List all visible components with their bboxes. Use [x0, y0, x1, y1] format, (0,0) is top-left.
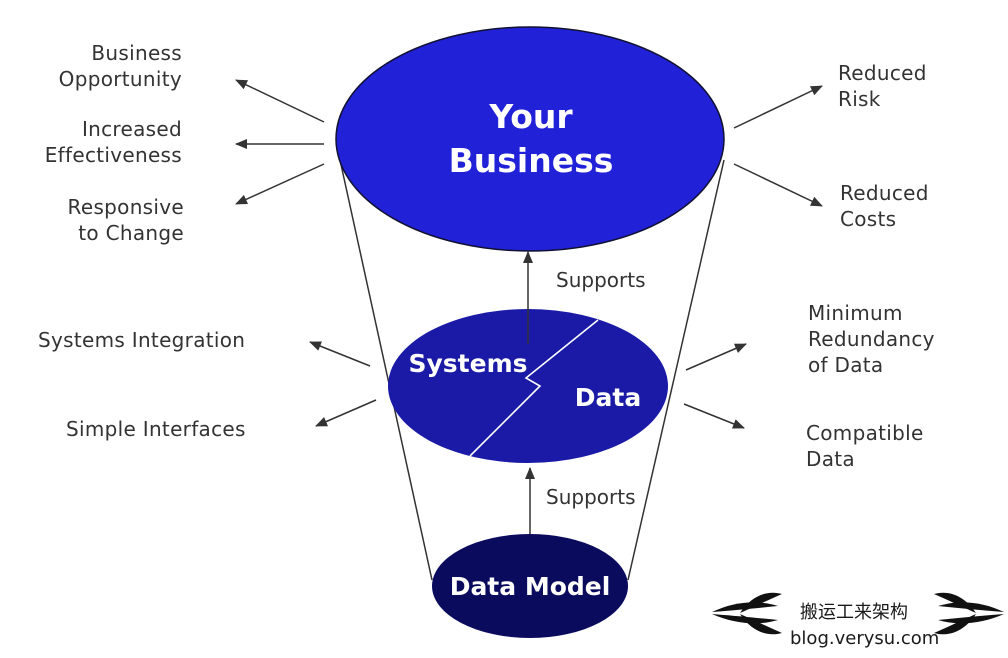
supports-label-lower: Supports [546, 485, 635, 509]
label-simple-interfaces: Simple Interfaces [66, 417, 246, 441]
label-reduced-costs-line2: Costs [840, 207, 897, 231]
label-compatible-data: Compatible Data [806, 420, 924, 472]
data-model-node [432, 534, 628, 638]
your-business-label-line1: Your [488, 97, 573, 136]
data-model-label: Data Model [450, 572, 611, 601]
arrow-compatible-data [683, 403, 745, 429]
arrow-responsive-to-change [235, 163, 325, 205]
systems-data-node [388, 309, 668, 463]
your-business-label-line2: Business [449, 141, 614, 180]
label-responsive-to-change: Responsive to Change [68, 194, 184, 246]
label-reduced-risk-line2: Risk [838, 87, 881, 111]
watermark-ornament-left-icon [712, 592, 782, 635]
label-reduced-costs: Reduced Costs [840, 180, 929, 232]
label-reduced-costs-line1: Reduced [840, 181, 929, 205]
systems-data-divider [469, 319, 599, 457]
watermark-ornament-right-icon [934, 592, 1004, 635]
label-reduced-risk: Reduced Risk [838, 60, 927, 112]
supports-label-upper: Supports [556, 268, 645, 292]
label-minimum-redundancy-line1: Minimum [808, 301, 903, 325]
arrow-business-opportunity [235, 79, 325, 123]
systems-label: Systems [408, 349, 527, 378]
label-reduced-risk-line1: Reduced [838, 61, 927, 85]
funnel-left-edge [339, 159, 433, 581]
watermark-url: blog.verysu.com [790, 628, 940, 649]
watermark-title: 搬运工来架构 [800, 602, 908, 623]
label-increased-effectiveness: Increased Effectiveness [45, 116, 182, 168]
label-responsive-to-change-line1: Responsive [67, 195, 184, 219]
arrow-minimum-redundancy [685, 343, 747, 371]
label-systems-integration: Systems Integration [38, 328, 246, 352]
label-increased-effectiveness-line2: Effectiveness [44, 143, 182, 167]
arrow-reduced-costs [733, 163, 823, 207]
label-compatible-data-line1: Compatible [806, 421, 924, 445]
funnel-right-edge [627, 159, 725, 581]
label-responsive-to-change-line2: to Change [78, 221, 184, 245]
arrow-simple-interfaces [315, 399, 377, 427]
label-minimum-redundancy-line2: Redundancy [808, 327, 935, 351]
label-business-opportunity: Business Opportunity [59, 40, 182, 92]
label-compatible-data-line2: Data [806, 447, 855, 471]
label-increased-effectiveness-line1: Increased [81, 117, 182, 141]
arrow-reduced-risk [733, 85, 823, 129]
label-business-opportunity-line1: Business [91, 41, 182, 65]
label-minimum-redundancy-line3: of Data [808, 353, 884, 377]
arrow-systems-integration [309, 341, 371, 367]
label-business-opportunity-line2: Opportunity [58, 67, 182, 91]
label-minimum-redundancy: Minimum Redundancy of Data [808, 300, 935, 378]
data-label: Data [575, 383, 641, 412]
your-business-node [335, 26, 725, 252]
